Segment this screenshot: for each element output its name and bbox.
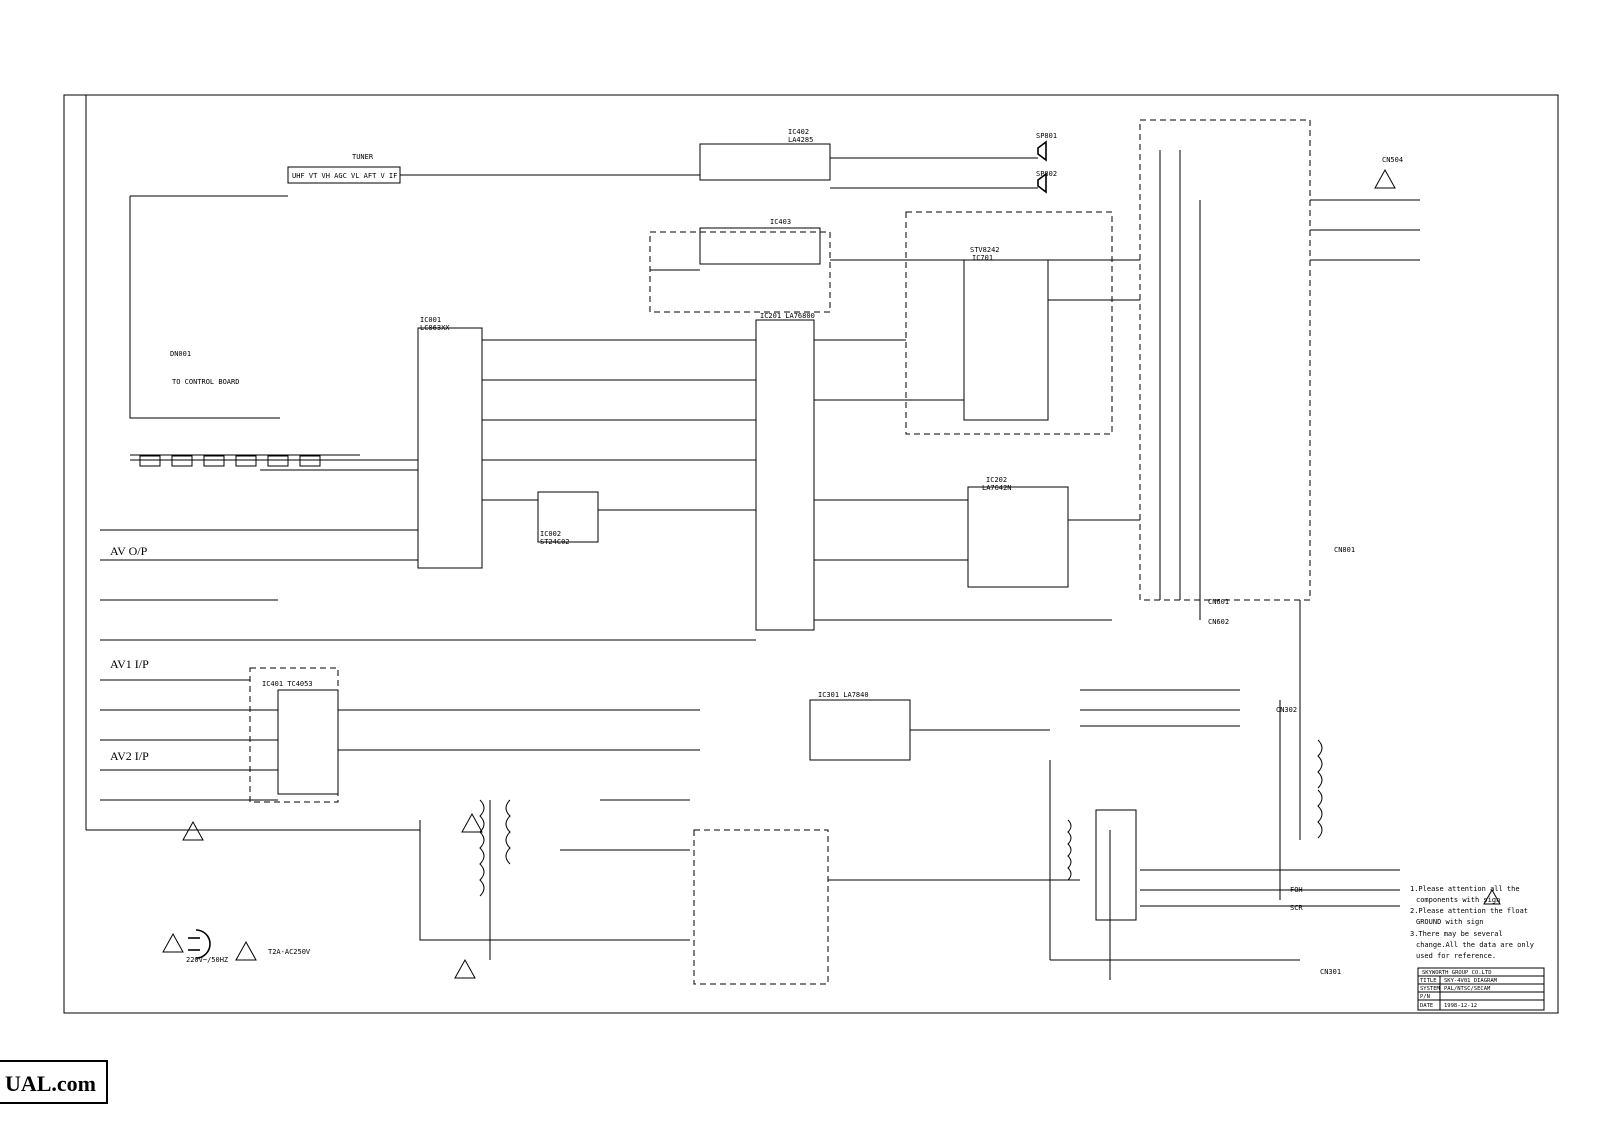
ic-label-ic403: IC403 [770, 218, 791, 226]
title-block: SKYWORTH GROUP CO.LTD TITLE SKY-4V01 DIA… [1417, 967, 1545, 1011]
warning-triangle-group [162, 168, 1501, 979]
key-switch-strip [130, 454, 360, 467]
ic-label-ic201: IC201 LA76800 [760, 312, 815, 320]
tuner-pin-labels: UHF VT VH AGC VL AFT V IF [292, 172, 397, 180]
region-crt [1139, 119, 1311, 601]
ic-label-lc863: LC863XX [420, 324, 450, 332]
wiring-group [85, 95, 1420, 980]
note-line-1: 1.Please attention all the [1410, 885, 1520, 893]
ic-label-ic701: IC701 [972, 254, 993, 262]
speaker-sp802-icon [1037, 172, 1047, 194]
note-line-2: components with sign [1416, 896, 1500, 904]
ic402-audio-box [699, 143, 831, 181]
speaker-label-sp801: SP801 [1036, 132, 1057, 140]
mains-plug-icon [188, 929, 211, 959]
ic-label-la4285: LA4285 [788, 136, 813, 144]
label-av-op: AV O/P [110, 544, 148, 558]
flyback-transformer-group [479, 739, 1323, 921]
note-line-5: 3.There may be several [1410, 930, 1503, 938]
sheet-border [63, 94, 1559, 1014]
ic-label-ic401: IC401 TC4053 [262, 680, 313, 688]
title-block-date-key: DATE [1420, 1003, 1433, 1009]
notes-block: 1.Please attention all the components wi… [1410, 885, 1534, 960]
ic002-eeprom-box [537, 491, 599, 543]
ic-label-ic002: IC002 [540, 530, 561, 538]
connector-cn302: CN302 [1276, 706, 1297, 714]
region-audio [649, 231, 831, 313]
connector-cn602: CN602 [1208, 618, 1229, 626]
title-block-pn-key: P/N [1420, 994, 1430, 1000]
ic301-vertical-box [809, 699, 911, 761]
note-line-7: used for reference. [1416, 952, 1496, 960]
connector-cn801: CN801 [1334, 546, 1355, 554]
watermark: UAL.com [0, 1060, 108, 1104]
output-foh: FOH [1290, 886, 1303, 894]
ic-label-ic001: IC001 [420, 316, 441, 324]
title-block-title-key: TITLE [1420, 978, 1437, 984]
connector-cn301: CN301 [1320, 968, 1341, 976]
output-scr: SCR [1290, 904, 1303, 912]
region-power-ic [693, 829, 829, 985]
ic001-mcu-box [417, 327, 483, 569]
title-block-system-key: SYSTEM [1420, 986, 1441, 992]
ic202-chroma-box [967, 486, 1069, 588]
speaker-label-sp802: SP802 [1036, 170, 1057, 178]
ic-label-stv: STV8242 [970, 246, 1000, 254]
title-block-company: SKYWORTH GROUP CO.LTD [1422, 970, 1492, 976]
label-av1-ip: AV1 I/P [110, 657, 149, 671]
ic201-jungle-box [755, 319, 815, 631]
title-block-title-val: SKY-4V01 DIAGRAM [1444, 978, 1498, 984]
ic401-switch-box [277, 689, 339, 795]
ic-label-la7642n: LA7642N [982, 484, 1012, 492]
label-control-board: TO CONTROL BOARD [172, 378, 239, 386]
ic701-box [963, 259, 1049, 421]
label-dn001: DN001 [170, 350, 191, 358]
note-line-3: 2.Please attention the float [1410, 907, 1528, 915]
ic403-box [699, 227, 821, 265]
note-line-6: change.All the data are only [1416, 941, 1534, 949]
note-line-4: GROUND with sign [1416, 918, 1483, 926]
fuse-label: T2A-AC250V [268, 948, 311, 956]
ic-label-st24c02: ST24C02 [540, 538, 570, 546]
region-chroma [905, 211, 1113, 435]
ic-label-ic202: IC202 [986, 476, 1007, 484]
speaker-sp801-icon [1037, 140, 1047, 162]
ic-label-ic402: IC402 [788, 128, 809, 136]
tuner-label: TUNER [352, 153, 374, 161]
connector-cn504: CN504 [1382, 156, 1403, 164]
title-block-date-val: 1998-12-12 [1444, 1003, 1477, 1009]
connector-cn601: CN601 [1208, 598, 1229, 606]
title-block-system-val: PAL/NTSC/SECAM [1444, 986, 1491, 992]
mains-label: 220V~/50HZ [186, 956, 228, 964]
ic-label-ic301: IC301 LA7840 [818, 691, 869, 699]
label-av2-ip: AV2 I/P [110, 749, 149, 763]
